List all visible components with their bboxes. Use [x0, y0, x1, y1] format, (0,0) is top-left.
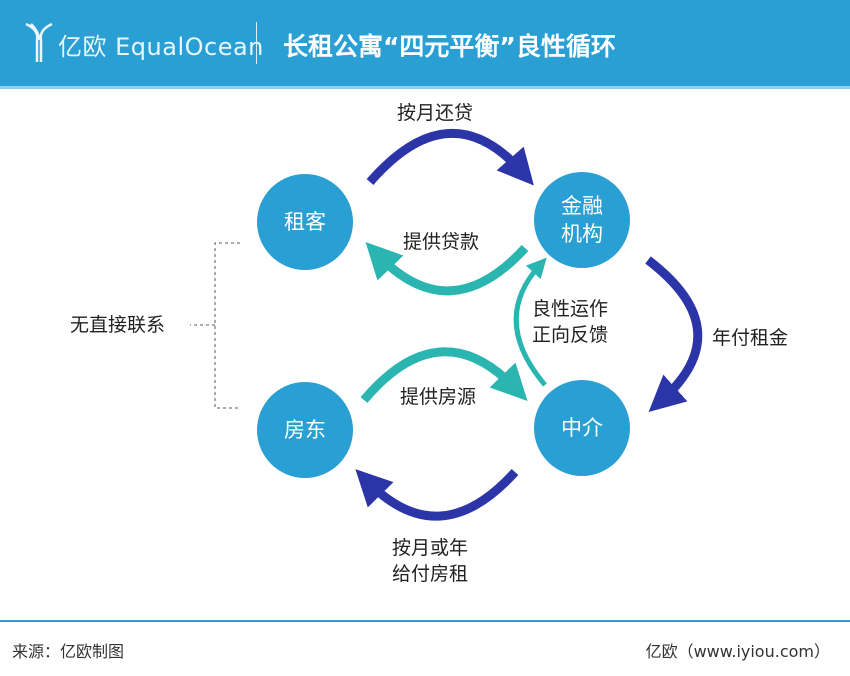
label-annual-rent: 年付租金 [712, 327, 789, 349]
label-monthly-repay: 按月还贷 [397, 102, 474, 124]
node-tenant-label: 租客 [284, 210, 326, 234]
label-provide-housing: 提供房源 [400, 386, 477, 408]
arrow-provide-loan [365, 242, 529, 296]
page-title: 长租公寓“四元平衡”良性循环 [283, 32, 616, 61]
node-finance: 金融机构 [534, 172, 630, 268]
footer-divider [0, 620, 850, 622]
node-agency-label: 中介 [561, 416, 603, 440]
logo-icon [25, 22, 53, 62]
no-direct-bracket [190, 242, 240, 409]
node-landlord: 房东 [257, 382, 353, 478]
arrow-provide-housing [360, 347, 528, 403]
arrow-annual-rent [645, 256, 703, 413]
arrow-monthly-repay [366, 128, 534, 186]
label-no-direct: 无直接联系 [70, 314, 166, 336]
label-pay-rent: 按月或年给付房租 [392, 537, 469, 585]
arrow-pay-rent [355, 468, 519, 521]
logo: 亿欧 EqualOcean [24, 22, 264, 62]
node-tenant: 租客 [257, 174, 353, 270]
label-provide-loan: 提供贷款 [403, 231, 480, 253]
node-landlord-label: 房东 [284, 418, 326, 442]
label-positive-feedback: 良性运作正向反馈 [532, 298, 609, 346]
logo-text: 亿欧 EqualOcean [58, 33, 264, 61]
node-finance-label: 金融机构 [561, 194, 603, 246]
arrow-positive-feedback [513, 257, 547, 387]
node-agency: 中介 [534, 380, 630, 476]
footer-site: 亿欧（www.iyiou.com） [645, 642, 830, 661]
footer-source: 来源：亿欧制图 [12, 642, 125, 661]
header-divider [256, 22, 257, 64]
header-banner: 亿欧 EqualOcean 长租公寓“四元平衡”良性循环 [0, 0, 850, 89]
